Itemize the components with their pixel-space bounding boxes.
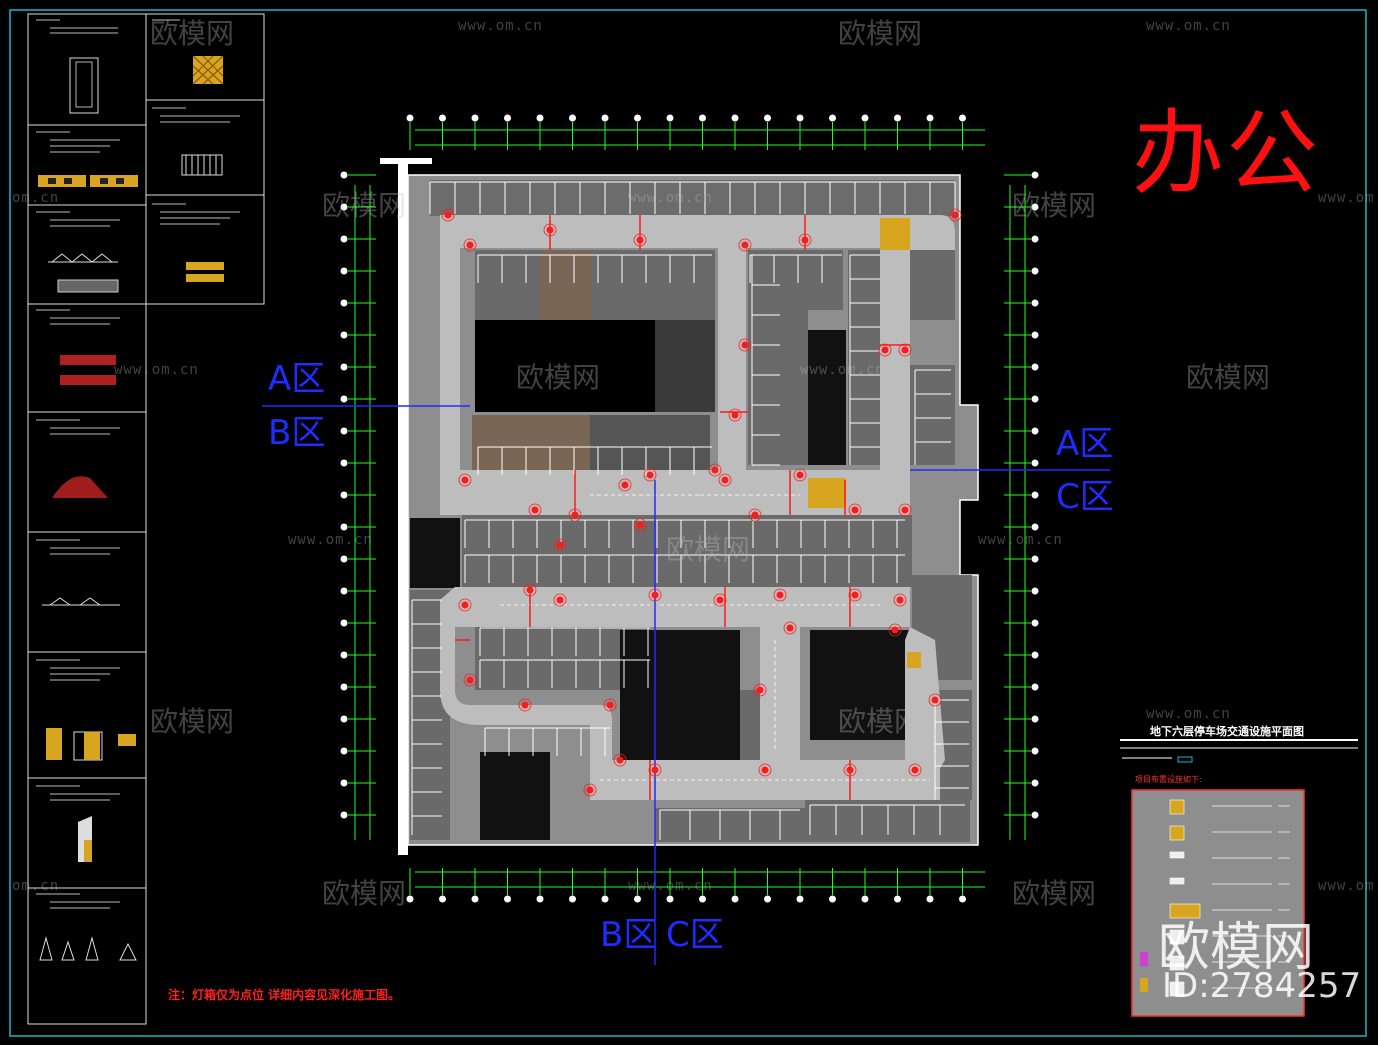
zone-a-left-label: A区	[268, 359, 326, 399]
watermark-url: www.om.cn	[1318, 190, 1378, 206]
legend-heading: 项目布置设施如下:	[1135, 775, 1202, 784]
zone-c-bottom-label: C区	[666, 915, 724, 955]
watermark-url: www.om.cn	[114, 362, 199, 378]
watermark-url: www.om.cn	[800, 362, 885, 378]
watermark-brand: 欧模网	[838, 705, 923, 738]
legend-box	[1120, 739, 1358, 1017]
office-label: 办公	[1132, 100, 1321, 207]
zone-c-right-label: C区	[1056, 477, 1114, 517]
watermark-big-brand: 欧模网	[1158, 918, 1315, 978]
detail-panels	[27, 13, 265, 1025]
watermark-url: www.om.cn	[1146, 706, 1231, 722]
zone-lines	[262, 405, 1110, 965]
watermark-url: www.om.cn	[628, 190, 713, 206]
watermark-id: ID:2784257	[1162, 966, 1362, 1006]
watermark-url: www.om.cn	[458, 706, 543, 722]
watermark-brand: 欧模网	[1012, 189, 1097, 222]
construction-note: 注：灯箱仅为点位 详细内容见深化施工图。	[168, 988, 401, 1002]
axis-ticks	[340, 114, 1039, 903]
watermark-brand: 欧模网	[150, 17, 235, 50]
watermark-brand: 欧模网	[1186, 361, 1271, 394]
watermark-url: www.om.cn	[288, 532, 373, 548]
watermark-brand: 欧模网	[838, 17, 923, 50]
watermark-brand: 欧模网	[150, 705, 235, 738]
watermark-url-partial: om.cn	[12, 190, 60, 206]
drawing-title: 地下六层停车场交通设施平面图	[1150, 725, 1304, 738]
watermark-brand: 欧模网	[666, 533, 751, 566]
watermark-url-partial: om.cn	[12, 878, 60, 894]
watermark-url: www.om.cn	[1318, 878, 1378, 894]
zone-b-bottom-label: B区	[600, 915, 658, 955]
watermark-url: www.om.cn	[978, 532, 1063, 548]
traffic-facilities	[441, 208, 962, 800]
watermark-url: www.om.cn	[458, 18, 543, 34]
yellow-zones	[500, 218, 930, 781]
parking-stalls	[411, 181, 969, 840]
axis-grid	[354, 129, 1026, 888]
watermark-brand: 欧模网	[1012, 877, 1097, 910]
watermark-url: www.om.cn	[1146, 18, 1231, 34]
watermark-brand: 欧模网	[322, 189, 407, 222]
zone-a-right-label: A区	[1056, 424, 1114, 464]
detail-sketches	[36, 19, 240, 961]
watermark-brand: 欧模网	[322, 877, 407, 910]
zone-b-left-label: B区	[268, 413, 326, 453]
watermark-url: www.om.cn	[628, 878, 713, 894]
watermark-brand: 欧模网	[516, 361, 601, 394]
